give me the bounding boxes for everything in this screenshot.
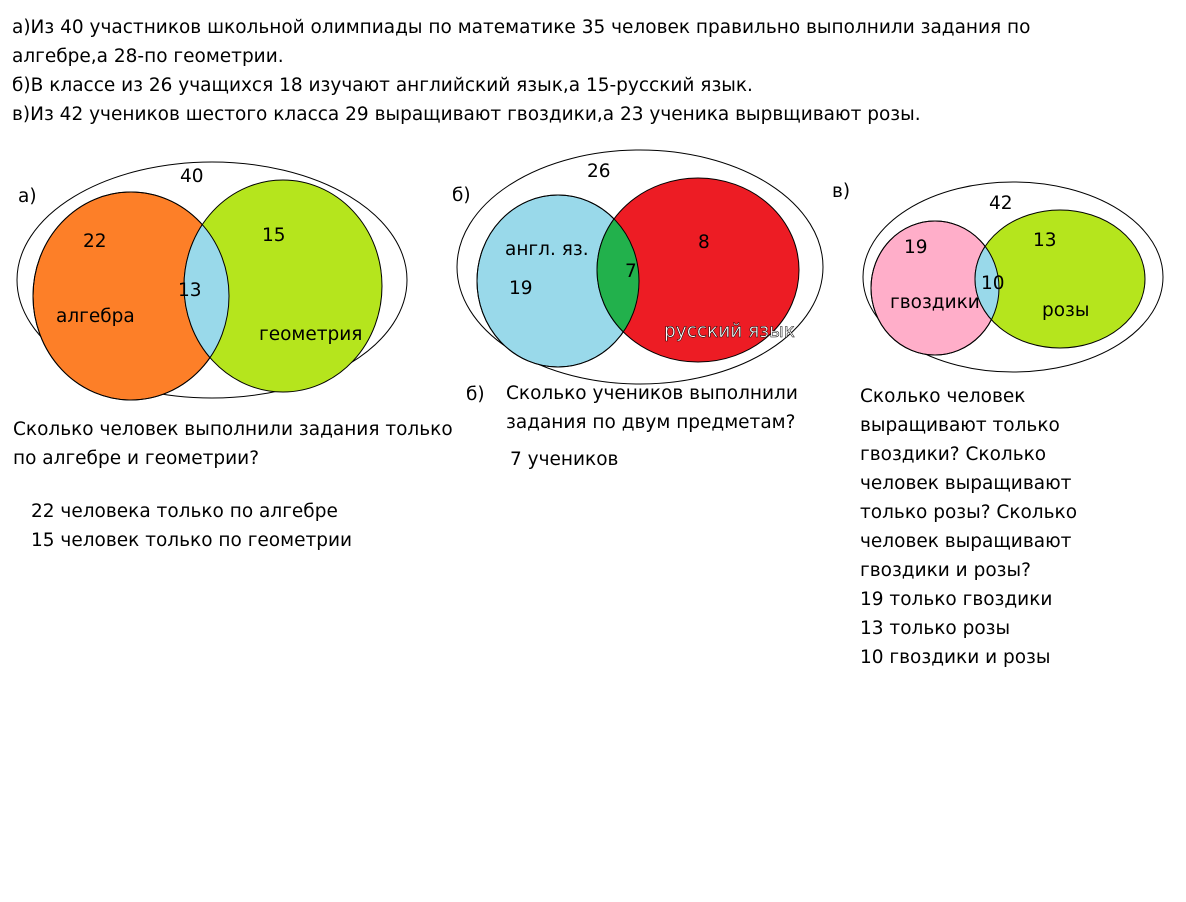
- left-set-name: гвоздики: [890, 292, 980, 313]
- question-line: гвоздики? Сколько: [860, 444, 1047, 465]
- answer-line: 15 человек только по геометрии: [31, 530, 353, 551]
- only-right-count: 8: [698, 232, 710, 253]
- universe-ellipse: [16, 161, 408, 399]
- only-left-count: 19: [509, 278, 533, 299]
- both-count: 10: [981, 273, 1005, 294]
- intersection: [974, 221, 999, 349]
- only-right-count: 15: [262, 225, 286, 246]
- intersection: [183, 192, 229, 393]
- answer-line: 22 человека только по алгебре: [31, 501, 338, 522]
- only-left-count: 22: [83, 231, 107, 252]
- question-line: Сколько человек: [860, 386, 1026, 407]
- total-count: 42: [989, 193, 1013, 214]
- question-line: человек выращивают: [860, 473, 1072, 494]
- question-line: Сколько учеников выполнили: [506, 383, 798, 404]
- question-line: только розы? Сколько: [860, 502, 1078, 523]
- problem-line: алгебре,а 28-по геометрии.: [12, 46, 284, 67]
- answer-line: 7 учеников: [510, 449, 619, 470]
- problem-line: б)В классе из 26 учащихся 18 изучают анг…: [12, 75, 753, 96]
- question-line: Сколько человек выполнили задания только: [13, 419, 453, 440]
- total-count: 40: [180, 166, 204, 187]
- answer-line: 19 только гвоздики: [860, 589, 1053, 610]
- question-line: гвоздики и розы?: [860, 560, 1031, 581]
- diagram-label: б): [452, 185, 471, 206]
- diagram-label: а): [18, 186, 37, 207]
- universe-ellipse: [862, 181, 1164, 373]
- both-count: 13: [178, 280, 202, 301]
- only-left-count: 19: [904, 237, 928, 258]
- answer-line: 10 гвоздики и розы: [860, 647, 1051, 668]
- both-count: 7: [625, 261, 637, 282]
- venn-b: б) 26 19 8 7 англ. яз. русский язык: [452, 149, 824, 385]
- right-set-name: русский язык: [664, 321, 795, 342]
- right-set-name: розы: [1042, 300, 1090, 321]
- venn-a: а) 40 22 15 13 алгебра геометрия: [16, 161, 408, 401]
- diagram-label: в): [832, 181, 850, 202]
- question-line: выращивают только: [860, 415, 1060, 436]
- problem-line: а)Из 40 участников школьной олимпиады по…: [12, 17, 1031, 38]
- universe-ellipse: [456, 149, 824, 385]
- intersection: [596, 195, 639, 363]
- question-label: б): [466, 384, 485, 405]
- answer-line: 13 только розы: [860, 618, 1011, 639]
- left-set-name: англ. яз.: [505, 239, 589, 260]
- question-line: задания по двум предметам?: [506, 412, 796, 433]
- question-line: по алгебре и геометрии?: [13, 448, 260, 469]
- total-count: 26: [587, 161, 611, 182]
- problem-line: в)Из 42 учеников шестого класса 29 выращ…: [12, 104, 921, 125]
- right-set-name: геометрия: [259, 324, 362, 345]
- venn-c: в) 42 19 13 10 гвоздики розы: [832, 181, 1164, 373]
- only-right-count: 13: [1033, 230, 1057, 251]
- left-set-name: алгебра: [56, 306, 135, 327]
- question-line: человек выращивают: [860, 531, 1072, 552]
